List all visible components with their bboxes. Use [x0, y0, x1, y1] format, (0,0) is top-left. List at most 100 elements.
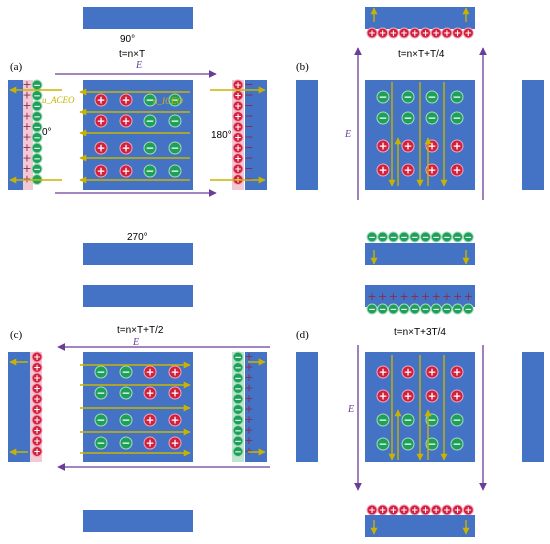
- svg-text:−: −: [400, 233, 407, 243]
- svg-text:−: −: [400, 305, 407, 315]
- positive-ion: +: [462, 504, 474, 516]
- svg-text:−: −: [404, 415, 413, 427]
- positive-ion: +: [401, 163, 415, 177]
- positive-ion: +: [450, 163, 464, 177]
- surface-charge: −: [244, 110, 253, 123]
- svg-text:+: +: [122, 95, 131, 107]
- svg-text:−: −: [33, 165, 40, 175]
- angle-bottom-label: 270°: [127, 232, 148, 243]
- positive-ion: +: [31, 393, 43, 405]
- svg-text:+: +: [379, 506, 386, 516]
- svg-text:+: +: [465, 29, 472, 39]
- svg-text:+: +: [433, 506, 440, 516]
- positive-ion: +: [31, 435, 43, 447]
- positive-ion: +: [420, 27, 431, 39]
- electrode-top: [365, 285, 475, 307]
- svg-text:−: −: [379, 92, 388, 104]
- svg-text:+: +: [33, 416, 40, 426]
- ion-row-bottom: −−−−−−−−−−: [366, 231, 474, 243]
- positive-ion: +: [143, 386, 157, 400]
- svg-text:−: −: [453, 439, 462, 451]
- flow-arrows: [9, 358, 266, 457]
- svg-text:−: −: [443, 305, 450, 315]
- electrode-right: [522, 352, 544, 462]
- svg-text:+: +: [404, 165, 413, 177]
- center-ions: ++++++++−−−−−−−−: [94, 93, 182, 178]
- negative-ion: −: [366, 231, 378, 243]
- svg-text:+: +: [234, 134, 241, 144]
- negative-ion: −: [450, 111, 464, 125]
- svg-text:−: −: [33, 144, 40, 154]
- negative-ion: −: [31, 132, 43, 144]
- negative-ion: −: [31, 100, 43, 112]
- svg-text:−: −: [379, 113, 388, 125]
- svg-text:−: −: [368, 305, 375, 315]
- svg-text:−: −: [465, 305, 472, 315]
- svg-text:−: −: [171, 116, 180, 128]
- negative-ion: −: [462, 303, 474, 315]
- svg-text:+: +: [428, 141, 437, 153]
- positive-ion: +: [168, 436, 182, 450]
- positive-ion: +: [387, 504, 399, 516]
- positive-ion: +: [119, 141, 133, 155]
- negative-ion: −: [31, 111, 43, 123]
- svg-text:+: +: [454, 29, 461, 39]
- surface-charge: +: [442, 290, 451, 303]
- negative-ion: −: [387, 303, 399, 315]
- positive-ion: +: [168, 413, 182, 427]
- svg-text:−: −: [390, 233, 397, 243]
- field-label: E: [344, 129, 351, 140]
- surface-charge: +: [22, 120, 31, 133]
- svg-text:+: +: [454, 506, 461, 516]
- svg-text:+: +: [146, 388, 155, 400]
- negative-ion: −: [450, 437, 464, 451]
- negative-ion: −: [398, 231, 410, 243]
- negative-ion: −: [232, 435, 244, 447]
- negative-ion: −: [232, 351, 244, 363]
- negative-ion: −: [31, 121, 43, 133]
- svg-text:+: +: [171, 415, 180, 427]
- svg-text:−: −: [453, 113, 462, 125]
- ion-row-bottom: ++++++++++: [366, 504, 474, 516]
- positive-ion: +: [398, 504, 410, 516]
- positive-ion: +: [452, 504, 464, 516]
- svg-text:+: +: [33, 395, 40, 405]
- center-ions: −−−−−−−−++++++++: [376, 90, 464, 177]
- svg-text:+: +: [97, 143, 106, 155]
- flow-arrows-center: [388, 355, 448, 461]
- negative-ion: −: [31, 142, 43, 154]
- positive-ion: +: [420, 504, 431, 516]
- svg-text:+: +: [122, 143, 131, 155]
- negative-ion: −: [168, 114, 182, 128]
- ion-row-top: −−−−−−−−−−: [366, 303, 474, 315]
- surface-charge: +: [367, 290, 376, 303]
- svg-text:−: −: [465, 233, 472, 243]
- ion-column-left: ++++++++++: [31, 351, 43, 458]
- svg-text:+: +: [453, 141, 462, 153]
- surface-charge: +: [22, 78, 31, 91]
- flow-arrows-bottom: [370, 520, 470, 535]
- svg-text:+: +: [422, 29, 429, 39]
- svg-text:+: +: [97, 166, 106, 178]
- edl-top: ++++++++++: [367, 290, 473, 303]
- edl-right: ++++++++++: [244, 350, 253, 458]
- negative-ion: −: [31, 90, 43, 102]
- negative-ion: −: [232, 383, 244, 395]
- flow-arrows-top: [370, 7, 470, 22]
- electrode-left: [296, 352, 318, 462]
- svg-text:−: −: [453, 415, 462, 427]
- panel-label: (d): [296, 329, 309, 341]
- surface-charge: +: [22, 141, 31, 154]
- time-label: t=n×T+T/4: [398, 49, 445, 60]
- positive-ion: +: [232, 163, 244, 175]
- svg-text:−: −: [33, 92, 40, 102]
- svg-text:+: +: [234, 113, 241, 123]
- svg-text:+: +: [400, 29, 407, 39]
- positive-ion: +: [31, 446, 43, 458]
- svg-text:−: −: [122, 415, 131, 427]
- svg-text:−: −: [379, 305, 386, 315]
- positive-ion: +: [462, 27, 474, 39]
- svg-text:+: +: [368, 506, 375, 516]
- surface-charge: +: [464, 290, 473, 303]
- surface-charge: +: [378, 290, 387, 303]
